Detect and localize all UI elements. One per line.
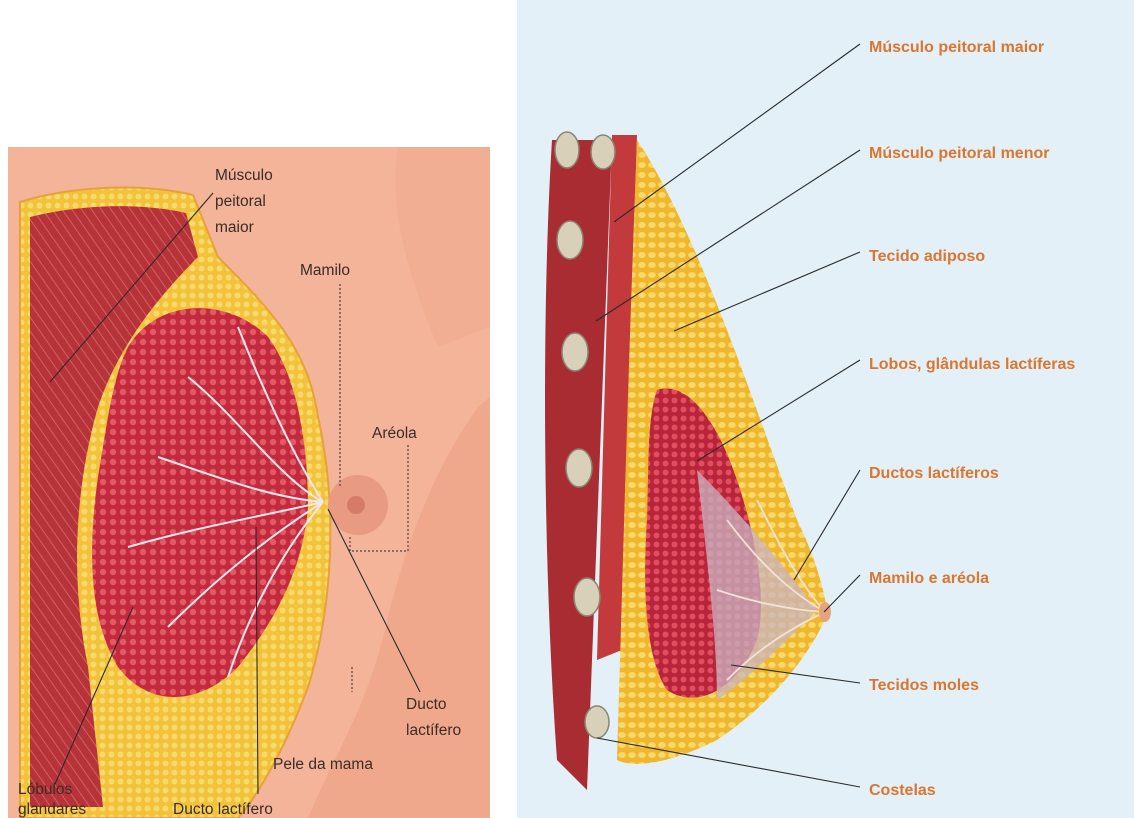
leader-pm-maior xyxy=(614,44,860,222)
label-musculo-peitoral-maior: Músculo peitoral maior xyxy=(215,167,277,236)
label-tecido-adiposo: Tecido adiposo xyxy=(869,248,985,265)
sagittal-breast-diagram: Músculo peitoral maior Músculo peitoral … xyxy=(517,0,1134,818)
leader-ductos xyxy=(794,470,860,580)
frontal-breast-diagram: Músculo peitoral maior Mamilo Aréola Duc… xyxy=(8,147,490,818)
label-ductos-lactiferos: Ductos lactíferos xyxy=(869,465,999,482)
sagittal-breast-illustration: Músculo peitoral maior Músculo peitoral … xyxy=(517,0,1134,818)
label-ducto-lactifero-bottom: Ducto lactífero xyxy=(173,801,273,818)
nipple-sagittal xyxy=(819,602,831,622)
frontal-breast-illustration: Músculo peitoral maior Mamilo Aréola Duc… xyxy=(8,147,490,818)
label-costelas: Costelas xyxy=(869,782,936,799)
arm-shadow xyxy=(395,147,490,347)
label-tecidos-moles: Tecidos moles xyxy=(869,677,979,694)
label-mamilo: Mamilo xyxy=(300,262,350,279)
label-areola: Aréola xyxy=(372,425,417,442)
leader-mamilo-areola xyxy=(824,575,860,612)
label-musculo-peitoral-maior-r: Músculo peitoral maior xyxy=(869,39,1044,56)
label-pele-da-mama: Pele da mama xyxy=(273,756,373,773)
label-musculo-peitoral-menor: Músculo peitoral menor xyxy=(869,145,1049,162)
nipple-shape xyxy=(347,496,365,514)
body-contour xyxy=(308,397,490,818)
label-mamilo-areola: Mamilo e aréola xyxy=(869,570,989,587)
label-lobos-glandulas: Lobos, glândulas lactíferas xyxy=(869,356,1075,373)
